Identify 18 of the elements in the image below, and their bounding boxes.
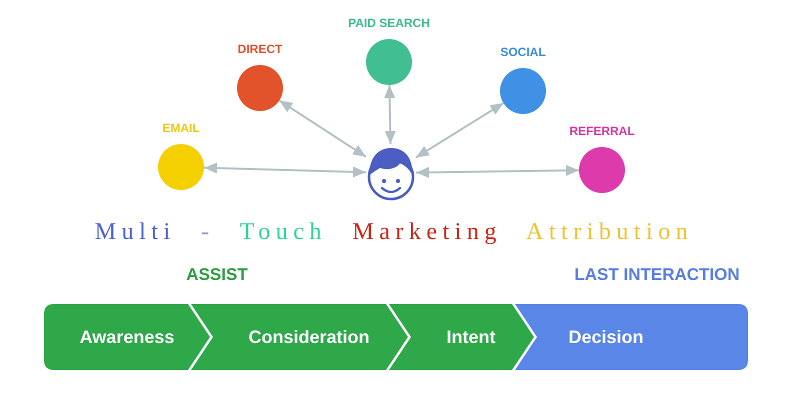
channel-label: EMAIL — [162, 121, 200, 135]
process-step — [515, 304, 748, 370]
stage-label: Awareness — [80, 326, 174, 348]
stage-group-label: LAST INTERACTION — [574, 265, 740, 285]
stage-label: Consideration — [248, 326, 370, 348]
channel-label: PAID SEARCH — [348, 16, 430, 30]
double-arrow — [278, 100, 367, 158]
channel-label: DIRECT — [238, 42, 282, 56]
channel-label: REFERRAL — [569, 124, 635, 138]
double-arrow — [204, 162, 366, 178]
double-arrow — [384, 84, 396, 144]
stage-label: Decision — [568, 326, 644, 348]
stage-group-label: ASSIST — [186, 265, 248, 285]
double-arrow — [416, 164, 580, 178]
double-arrow — [415, 102, 504, 158]
stage-label: Intent — [446, 326, 496, 348]
title: Multi - Touch Marketing Attribution — [94, 219, 694, 247]
channel-label: SOCIAL — [500, 45, 546, 59]
